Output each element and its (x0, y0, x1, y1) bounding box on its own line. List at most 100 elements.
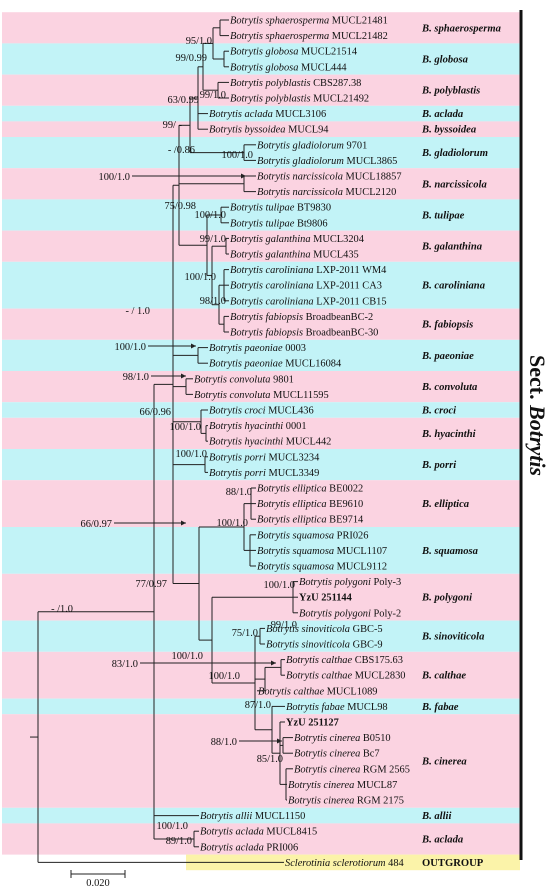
tip-strain: GBC-5 (350, 624, 383, 635)
clade-label: B. tulipae (421, 211, 465, 222)
tip-strain: CBS287.38 (311, 78, 362, 89)
clade-band-rect (2, 698, 520, 715)
clade-label: B. caroliniana (421, 281, 486, 292)
tip-label: Botrytis convoluta MUCL11595 (194, 390, 329, 401)
tip-label: Botrytis polygoni Poly-2 (299, 608, 401, 619)
tip-label: Botrytis fabae MUCL98 (286, 702, 388, 713)
tip-label: Botrytis cinerea B0510 (294, 733, 391, 744)
tip-taxon-name: Botrytis paeoniae (209, 343, 283, 354)
tip-taxon-name: Botrytis cinerea (288, 780, 354, 791)
clade-band-rect (2, 199, 520, 231)
support-value: 100/1.0 (264, 580, 295, 591)
support-value: 100/1.0 (222, 150, 253, 161)
tip-label: Botrytis fabiopsis BroadbeanBC-30 (230, 328, 378, 339)
tip-strain: MUCL444 (298, 62, 347, 73)
tip-taxon-name: Botrytis porri (209, 452, 266, 463)
clade-label: B. calthae (421, 671, 466, 682)
tip-taxon-name: Botrytis calthae (286, 655, 352, 666)
support-value: 66/0.97 (81, 519, 112, 530)
tip-label: Botrytis caroliniana LXP-2011 CA3 (230, 281, 382, 292)
support-value: 75/0.98 (165, 201, 196, 212)
clade-band-rect (2, 230, 520, 262)
tip-strain: MUCL8415 (264, 827, 317, 838)
support-value: 100/1.0 (170, 422, 201, 433)
tip-strain: MUCL3204 (311, 234, 365, 245)
tip-strain: 0001 (283, 421, 306, 432)
support-value: 66/0.96 (140, 407, 171, 418)
tip-taxon-name: Botrytis paeoniae (209, 359, 283, 370)
clade-band-rect (2, 527, 520, 574)
clade-band-rect (2, 121, 520, 137)
clade-band (2, 12, 520, 44)
tip-label: YzU 251127 (286, 718, 339, 729)
support-value: 77/0.97 (136, 579, 167, 590)
tip-strain: MUCL436 (265, 406, 313, 417)
tree-branches (30, 19, 298, 863)
clade-label: B. globosa (421, 55, 469, 66)
tip-label: Botrytis polyblastis CBS287.38 (230, 78, 361, 89)
clade-band-rect (2, 620, 520, 652)
clade-label: B. cinerea (421, 757, 467, 768)
clade-band-rect (2, 807, 520, 824)
tip-label: Botrytis gladiolorum 9701 (257, 140, 367, 151)
support-value: 88/1.0 (226, 487, 252, 498)
clade-band-rect (2, 480, 520, 527)
tip-taxon-name: Botrytis polyblastis (230, 78, 311, 89)
clade-band (2, 417, 520, 449)
tip-label: Botrytis cinerea RGM 2175 (288, 796, 404, 807)
tip-strain: BE9714 (327, 515, 364, 526)
tip-label: Botrytis tulipae BT9830 (230, 203, 331, 214)
tip-taxon-name: Botrytis globosa (230, 47, 298, 58)
tip-strain: MUCL98 (345, 702, 388, 713)
support-value: 100/1.0 (172, 651, 203, 662)
tip-taxon-name: Botrytis polygoni (299, 608, 371, 619)
support-value: 100/1.0 (157, 821, 188, 832)
tip-strain: LXP-2011 WM4 (314, 265, 388, 276)
clade-label: B. galanthina (421, 242, 483, 253)
tip-taxon-name: Sclerotinia sclerotiorum (285, 858, 386, 869)
tip-strain: BE9610 (327, 499, 364, 510)
tip-taxon-name: Botrytis elliptica (257, 515, 327, 526)
support-pointer-head (241, 173, 246, 179)
tip-label: Botrytis squamosa PRI026 (257, 530, 368, 541)
clade-label: B. hyacinthi (421, 429, 476, 440)
clade-band (2, 199, 520, 231)
tip-label: Botrytis croci MUCL436 (209, 406, 314, 417)
tip-taxon-name: Botrytis porri (209, 468, 266, 479)
tip-taxon-name: Botrytis calthae (258, 686, 324, 697)
support-pointer-head (181, 373, 186, 379)
support-value: 100/1.0 (195, 210, 226, 221)
clade-band-rect (2, 12, 520, 44)
clade-band (2, 480, 520, 527)
tip-taxon-name: Botrytis sphaerosperma (230, 16, 329, 27)
tip-strain: MUCL1150 (252, 811, 305, 822)
tip-strain: MUCL16084 (283, 359, 342, 370)
clade-band-rect (2, 371, 520, 403)
clade-band-rect (2, 74, 520, 106)
tip-strain: RGM 2175 (354, 796, 404, 807)
tip-strain: MUCL21482 (329, 31, 388, 42)
tip-strain: MUCL21514 (298, 47, 357, 58)
tip-label: Botrytis sphaerosperma MUCL21481 (230, 16, 388, 27)
tip-label: Botrytis cinerea RGM 2565 (294, 764, 410, 775)
tip-strain: PRI006 (264, 842, 298, 853)
tip-label: Botrytis aclada MUCL3106 (209, 109, 326, 120)
clade-band (2, 230, 520, 262)
tip-strain: 484 (386, 858, 405, 869)
support-value: 99/ - (163, 120, 183, 131)
clade-band-rect (2, 449, 520, 481)
clade-band (2, 105, 520, 122)
clade-band (2, 43, 520, 75)
support-value: 89/1.0 (166, 836, 192, 847)
clade-label: OUTGROUP (422, 858, 484, 869)
tip-taxon-name: Botrytis tulipae (230, 218, 295, 229)
tip-taxon-name: Botrytis convoluta (194, 374, 270, 385)
tip-taxon-name: Botrytis aclada (209, 109, 273, 120)
clade-band-rect (2, 402, 520, 418)
tip-strain: Bt9806 (294, 218, 327, 229)
tip-label: Botrytis hyacinthi MUCL442 (209, 437, 331, 448)
tip-label: Botrytis cinerea Bc7 (294, 749, 380, 760)
tip-taxon-name: Botrytis narcissicola (257, 172, 343, 183)
section-label: Sect. Botrytis (525, 355, 550, 476)
